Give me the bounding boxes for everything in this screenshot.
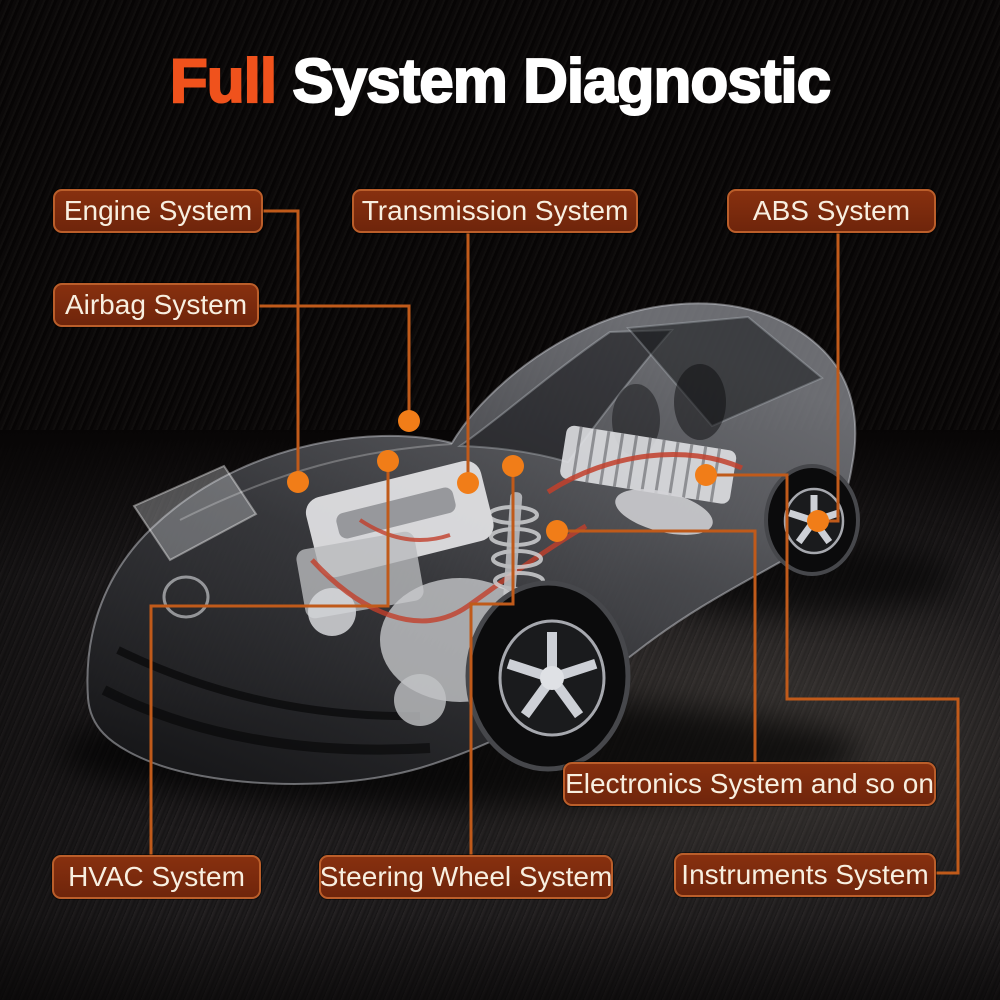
brand-emblem: [162, 575, 210, 619]
dot-hvac: [377, 450, 399, 472]
callout-engine-system: Engine System: [53, 189, 263, 233]
callout-electronics-system: Electronics System and so on: [563, 762, 936, 806]
callout-label: Transmission System: [361, 195, 629, 226]
title-rest: System Diagnostic: [276, 46, 832, 117]
callout-label: Instruments System: [681, 859, 929, 890]
headlight: [132, 464, 258, 562]
callout-airbag-system: Airbag System: [53, 283, 259, 327]
grille-line-lower: [101, 685, 431, 755]
callout-instruments-system: Instruments System: [674, 853, 936, 897]
dot-electronics: [546, 520, 568, 542]
callout-label: HVAC System: [68, 861, 245, 892]
callout-abs-system: ABS System: [727, 189, 936, 233]
connector-steering: [469, 466, 515, 856]
callout-label: Steering Wheel System: [319, 861, 613, 892]
callout-hvac-system: HVAC System: [52, 855, 261, 899]
dot-engine: [287, 471, 309, 493]
dot-instruments: [695, 464, 717, 486]
dot-transmission: [457, 472, 479, 494]
callout-label: Engine System: [63, 195, 253, 226]
seat-silhouette: [674, 364, 726, 440]
callout-label: Electronics System and so on: [565, 768, 934, 799]
connector-hvac: [149, 461, 390, 856]
muffler: [615, 489, 713, 535]
dot-airbag: [398, 410, 420, 432]
car-body: [86, 302, 857, 785]
hood-crease: [179, 443, 453, 521]
page-title: Full System Diagnostic: [0, 46, 1000, 117]
connector-engine: [263, 209, 300, 482]
dot-steering: [502, 455, 524, 477]
connector-instruments: [706, 473, 960, 875]
windshield: [457, 328, 675, 464]
callout-label: Airbag System: [64, 289, 248, 320]
dot-abs: [807, 510, 829, 532]
callout-transmission-system: Transmission System: [352, 189, 638, 233]
connector-abs: [820, 233, 840, 523]
connector-airbag: [259, 304, 411, 421]
sway-bar: [546, 452, 744, 495]
title-highlight: Full: [169, 46, 278, 117]
connector-electronics: [557, 529, 757, 763]
callout-label: ABS System: [752, 195, 911, 226]
callout-steering-wheel-system: Steering Wheel System: [319, 855, 613, 899]
front-wheel: [465, 580, 631, 772]
